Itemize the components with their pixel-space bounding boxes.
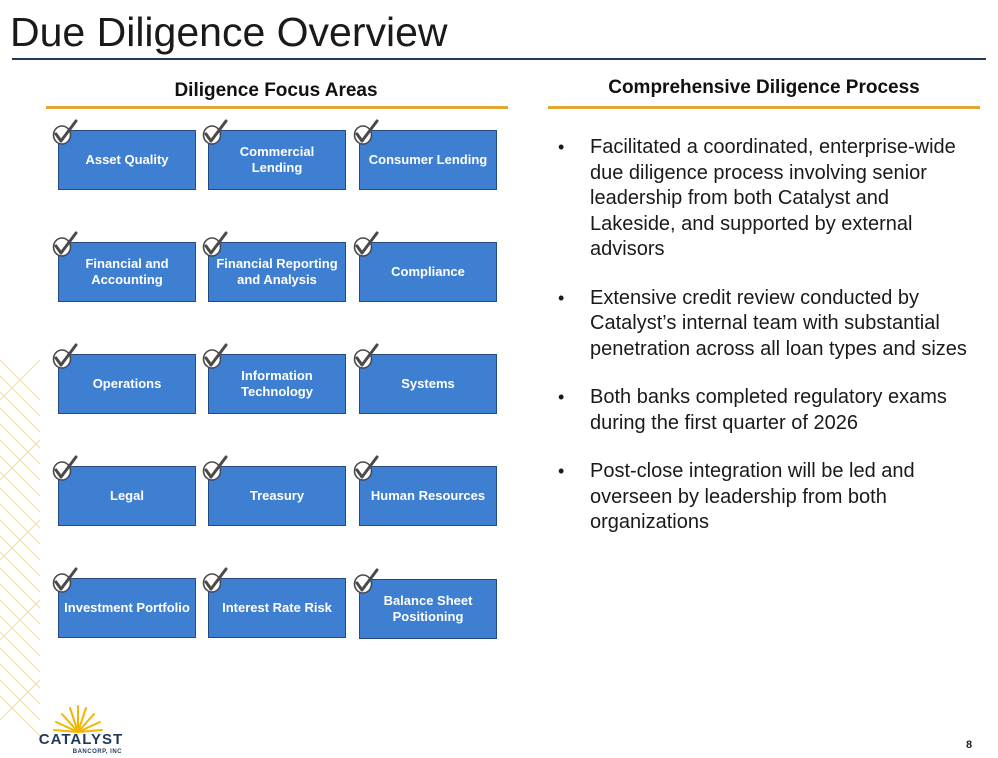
- page-number: 8: [966, 739, 973, 751]
- checkmark-icon: [52, 343, 78, 371]
- focus-areas-rule: [46, 106, 508, 109]
- bullet-text: Facilitated a coordinated, enterprise-wi…: [590, 136, 956, 260]
- checkmark-icon: [202, 231, 228, 259]
- focus-areas-heading: Diligence Focus Areas: [174, 80, 378, 101]
- bullet-text: Both banks completed regulatory exams du…: [590, 386, 947, 434]
- focus-area-tile: Investment Portfolio: [58, 578, 196, 638]
- bullet-glyph: •: [558, 137, 565, 157]
- focus-area-tile: Consumer Lending: [359, 130, 497, 190]
- focus-area-tile: Balance Sheet Positioning: [359, 579, 497, 639]
- focus-area-tile: Asset Quality: [58, 130, 196, 190]
- focus-area-tile: Interest Rate Risk: [208, 578, 346, 638]
- process-bullet-list: • Facilitated a coordinated, enterprise-w…: [556, 135, 976, 559]
- bullet-glyph: •: [558, 287, 565, 308]
- checkmark-icon: [353, 455, 379, 483]
- focus-area-tile: Systems: [359, 354, 497, 414]
- checkmark-icon: [353, 568, 379, 596]
- focus-area-tile: Commercial Lending: [208, 130, 346, 190]
- focus-area-tile: Treasury: [208, 466, 346, 526]
- checkmark-icon: [52, 119, 78, 147]
- bullet-text: Extensive credit review conducted by Cat…: [590, 286, 967, 360]
- focus-area-tile: Human Resources: [359, 466, 497, 526]
- process-heading: Comprehensive Diligence Process: [608, 77, 920, 98]
- focus-area-tile: Financial Reporting and Analysis: [208, 242, 346, 302]
- slide-title: Due Diligence Overview: [10, 9, 448, 55]
- focus-area-tile: Information Technology: [208, 354, 346, 414]
- focus-area-tile: Operations: [58, 354, 196, 414]
- decorative-diagonal-lines: [0, 360, 40, 737]
- bullet-item: • Facilitated a coordinated, enterprise-w…: [556, 135, 976, 263]
- title-rule: [12, 58, 986, 60]
- logo-subtitle: BANCORP, INC: [72, 749, 122, 755]
- checkmark-icon: [202, 567, 228, 595]
- checkmark-icon: [353, 119, 379, 147]
- checkmark-icon: [202, 119, 228, 147]
- process-rule: [548, 106, 980, 109]
- focus-area-tile: Legal: [58, 466, 196, 526]
- checkmark-icon: [202, 455, 228, 483]
- focus-area-tile: Compliance: [359, 242, 497, 302]
- checkmark-icon: [353, 231, 379, 259]
- sunburst-icon: [53, 705, 103, 733]
- bullet-item: • Extensive credit review conducted by Ca…: [556, 286, 976, 363]
- checkmark-icon: [52, 455, 78, 483]
- catalyst-logo: CATALYST BANCORP, INC: [38, 704, 124, 758]
- bullet-text: Post-close integration will be led and o…: [590, 460, 915, 533]
- bullet-item: • Post-close integration will be led and …: [556, 459, 976, 536]
- logo-wordmark: CATALYST: [38, 731, 124, 748]
- bullet-glyph: •: [558, 461, 565, 481]
- checkmark-icon: [353, 343, 379, 371]
- checkmark-icon: [52, 567, 78, 595]
- bullet-glyph: •: [558, 387, 565, 407]
- checkmark-icon: [202, 343, 228, 371]
- bullet-item: • Both banks completed regulatory exams d…: [556, 385, 976, 436]
- checkmark-icon: [52, 231, 78, 259]
- focus-area-tile: Financial and Accounting: [58, 242, 196, 302]
